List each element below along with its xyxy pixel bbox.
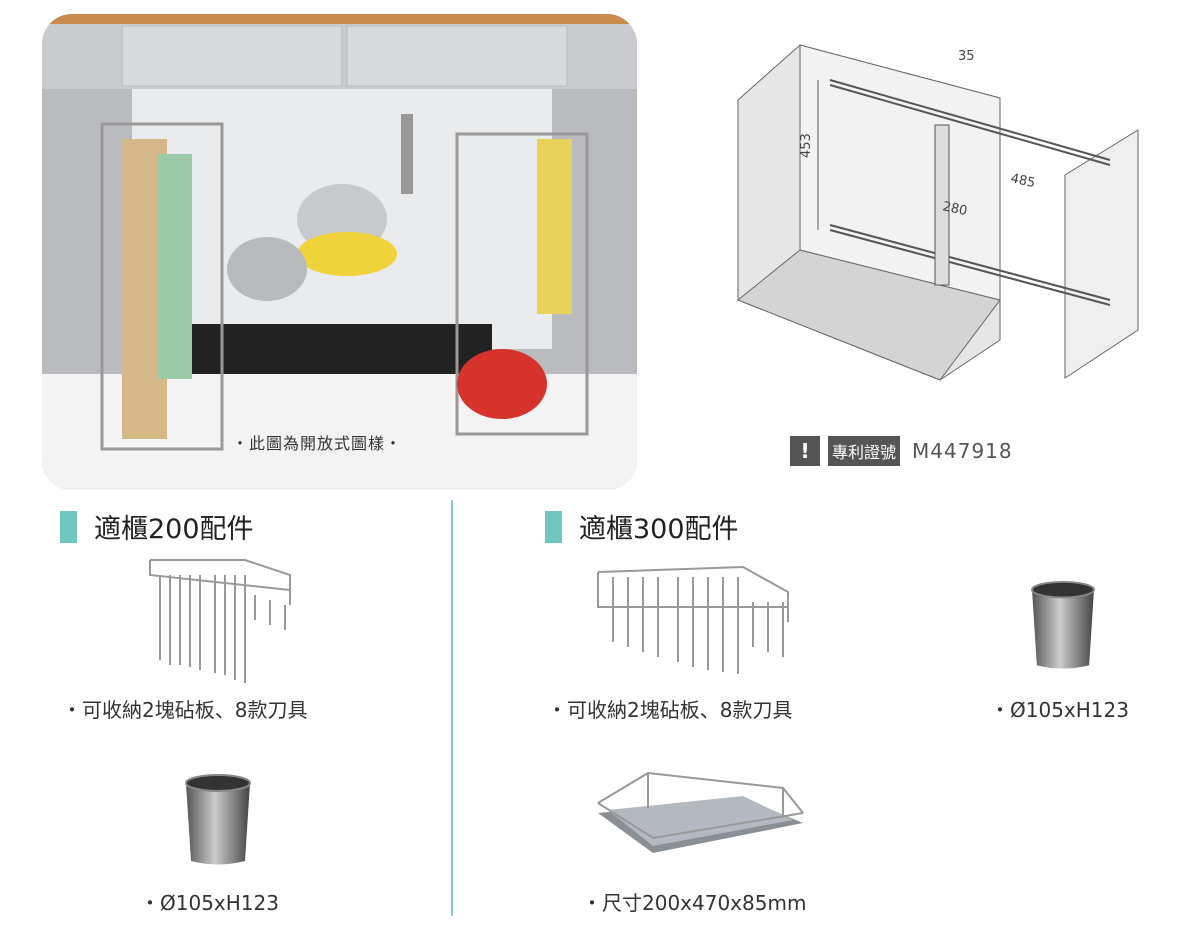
section-divider	[451, 500, 453, 916]
patent-label: 專利證號	[828, 436, 901, 466]
exclamation-icon: !	[790, 436, 820, 466]
knife-rack-image	[149, 559, 291, 683]
wire-tray-image	[597, 771, 804, 853]
section-heading-200: 適櫃200配件	[60, 507, 254, 546]
section-heading-300: 適櫃300配件	[545, 507, 739, 546]
dimension-diagram: 453 35 485 280	[737, 44, 1139, 381]
section-title: 適櫃200配件	[94, 514, 254, 545]
patent-badge: ! 專利證號 M447918	[790, 436, 1013, 466]
dim-width: 280	[941, 199, 968, 219]
kitchen-cabinet-illustration	[42, 14, 637, 490]
dim-height: 453	[799, 133, 814, 158]
dim-depth: 485	[1009, 171, 1036, 191]
item-caption: ・尺寸200x470x85mm	[582, 891, 807, 915]
utensil-cup-image	[1031, 580, 1095, 669]
patent-number: M447918	[912, 439, 1013, 463]
knife-rack-image	[597, 565, 789, 674]
item-caption: ・可收納2塊砧板、8款刀具	[62, 698, 308, 722]
item-caption: ・Ø105xH123	[990, 698, 1129, 722]
photo-caption: ・此圖為開放式圖樣・	[232, 434, 403, 453]
dim-top: 35	[958, 49, 975, 64]
utensil-cup-image	[185, 774, 251, 865]
item-caption: ・Ø105xH123	[140, 891, 279, 915]
product-photo: ・此圖為開放式圖樣・	[42, 14, 637, 490]
heading-accent-bar	[545, 510, 562, 543]
item-caption: ・可收納2塊砧板、8款刀具	[547, 698, 793, 722]
section-title: 適櫃300配件	[579, 514, 739, 545]
heading-accent-bar	[60, 510, 77, 543]
